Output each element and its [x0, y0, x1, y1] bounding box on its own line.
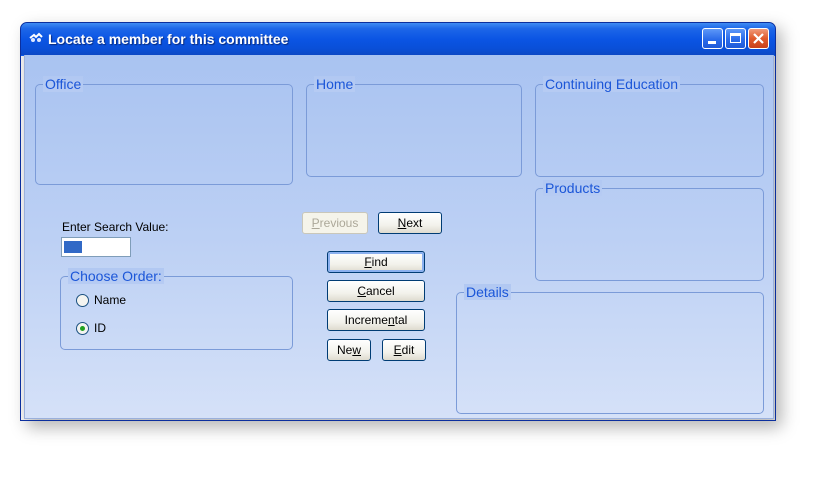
cancel-button[interactable]: Cancel: [327, 280, 425, 302]
new-button[interactable]: New: [327, 339, 371, 361]
continuing-education-group: Continuing Education: [535, 76, 764, 177]
previous-button[interactable]: Previous: [302, 212, 368, 234]
find-button[interactable]: Find: [327, 251, 425, 273]
app-icon: [29, 32, 43, 42]
search-input[interactable]: [62, 238, 130, 256]
window-title: Locate a member for this committee: [48, 31, 289, 47]
products-group-label: Products: [543, 180, 603, 196]
name-radio-label[interactable]: Name: [94, 293, 127, 307]
office-group: Office: [35, 76, 293, 185]
home-group-label: Home: [314, 76, 356, 92]
dialog-client-area: Office Home Continuing Education Product…: [24, 55, 774, 419]
search-value-label: Enter Search Value:: [62, 220, 169, 234]
next-button[interactable]: Next: [378, 212, 442, 234]
details-group: Details: [456, 284, 764, 414]
continuing-education-group-label: Continuing Education: [543, 76, 681, 92]
incremental-button[interactable]: Incremental: [327, 309, 425, 331]
id-radio[interactable]: [76, 322, 89, 335]
search-input-box[interactable]: [61, 237, 131, 257]
choose-order-group-label: Choose Order:: [68, 268, 164, 284]
details-group-label: Details: [464, 284, 511, 300]
edit-button[interactable]: Edit: [382, 339, 426, 361]
maximize-icon[interactable]: [725, 28, 746, 49]
close-icon[interactable]: [748, 28, 769, 49]
office-group-label: Office: [43, 76, 84, 92]
home-group: Home: [306, 76, 522, 177]
title-bar[interactable]: Locate a member for this committee: [21, 23, 775, 55]
name-radio[interactable]: [76, 294, 89, 307]
id-radio-label[interactable]: ID: [94, 321, 106, 335]
dialog-window: Locate a member for this committee Offic…: [20, 22, 776, 421]
choose-order-group: Choose Order: Name ID: [60, 268, 293, 350]
minimize-icon[interactable]: [702, 28, 723, 49]
radio-selected-dot: [80, 326, 85, 331]
products-group: Products: [535, 180, 764, 281]
